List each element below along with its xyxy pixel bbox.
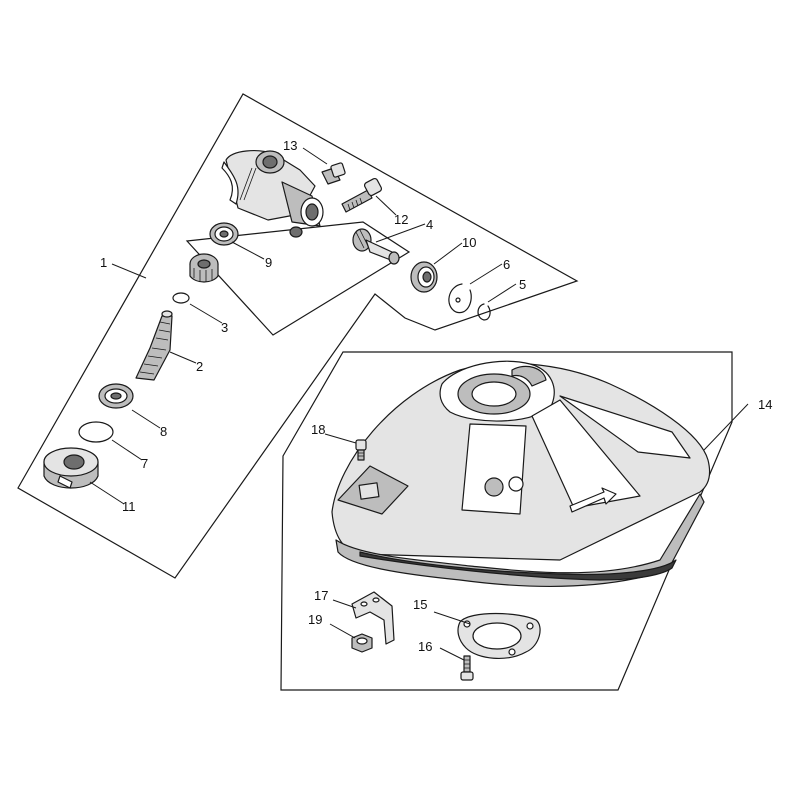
- callout-12: 12: [394, 212, 408, 227]
- mounting-bracket-icon: [351, 591, 395, 645]
- snap-ring-icon: [172, 292, 190, 304]
- guard-plate-icon: [457, 612, 541, 659]
- callout-19: 19: [308, 612, 322, 627]
- callout-15: 15: [413, 597, 427, 612]
- callout-13: 13: [283, 138, 297, 153]
- long-bolt-icon: [341, 177, 383, 213]
- ball-bearing-icon-10: [410, 261, 438, 293]
- bolt-icon-18: [355, 439, 367, 461]
- callout-11: 11: [122, 499, 136, 514]
- callout-1: 1: [100, 255, 107, 270]
- bevel-gear-icon: [189, 253, 219, 283]
- leader-lines: [89, 147, 749, 661]
- splined-shaft-icon: [135, 310, 173, 381]
- callout-9: 9: [265, 255, 272, 270]
- short-bolt-icon: [321, 162, 346, 185]
- circlip-icon: [448, 283, 472, 314]
- gear-case-group-frame: [17, 93, 579, 579]
- callout-labels: 1 2 3 4 5 6 7 8 9 10 11 12 13 14 15 16 1…: [100, 138, 772, 654]
- callout-2: 2: [196, 359, 203, 374]
- bolt-icon-16: [460, 655, 474, 681]
- ball-bearing-icon-9: [209, 222, 239, 246]
- blade-guard-icon: [331, 360, 711, 587]
- bearing-holder-icon: [43, 447, 99, 489]
- ball-bearing-icon-8: [98, 383, 134, 409]
- bevel-pinion-gear-icon: [352, 228, 400, 265]
- callout-3: 3: [221, 320, 228, 335]
- callout-5: 5: [519, 277, 526, 292]
- callout-4: 4: [426, 217, 433, 232]
- callout-8: 8: [160, 424, 167, 439]
- callout-10: 10: [462, 235, 476, 250]
- hex-nut-icon: [351, 633, 373, 653]
- callout-6: 6: [503, 257, 510, 272]
- gear-case-housing-icon: [221, 150, 324, 238]
- callout-18: 18: [311, 422, 325, 437]
- callout-17: 17: [314, 588, 328, 603]
- small-circlip-icon: [477, 303, 491, 321]
- gear-subassembly-frame: [185, 221, 411, 336]
- callout-16: 16: [418, 639, 432, 654]
- callout-14: 14: [758, 397, 772, 412]
- retaining-ring-icon: [78, 421, 114, 443]
- callout-7: 7: [141, 456, 148, 471]
- guard-group-frame: [280, 351, 733, 691]
